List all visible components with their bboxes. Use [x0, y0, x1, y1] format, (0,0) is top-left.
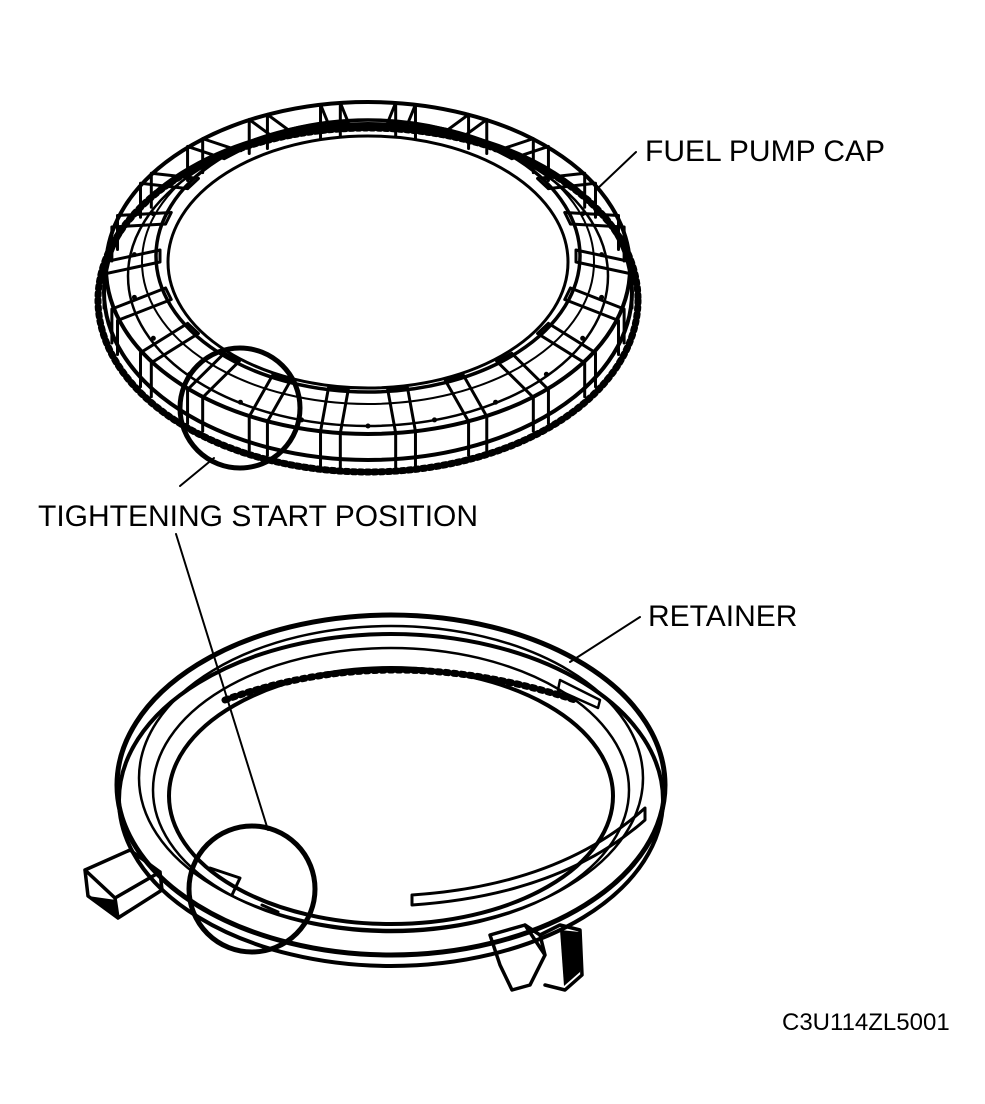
retainer-top-slot — [556, 678, 602, 710]
fuel-pump-cap-label: FUEL PUMP CAP — [645, 135, 885, 168]
cap-rib-clip — [319, 386, 350, 469]
cap-surface-dot — [431, 129, 437, 135]
cap-rib-clip — [247, 373, 293, 457]
cap-rib-clip — [495, 351, 550, 433]
retainer-rim-line-2 — [151, 646, 631, 934]
cap-rib-clip — [139, 321, 200, 399]
cap-surface-dot — [580, 335, 586, 341]
cap-surface-dots — [131, 123, 605, 429]
cap-rib-clip — [319, 101, 350, 141]
cap-rib-clip — [574, 248, 634, 310]
cap-surface-dot — [365, 423, 371, 429]
cap-rib-clip — [443, 113, 489, 155]
cap-surface-dot — [299, 129, 305, 135]
cap-surface-dot — [580, 211, 586, 217]
cap-surface-dot — [543, 175, 549, 181]
cap-rib-clip — [186, 351, 241, 433]
cap-surface-dot — [543, 371, 549, 377]
cap-surface-dot — [131, 294, 137, 300]
cap-tightening-start-circle — [177, 345, 303, 471]
tightening-start-leader-upper — [179, 457, 215, 487]
retainer-outer-rim — [114, 612, 668, 958]
retainer-drawing — [83, 612, 668, 992]
cap-rib-clip — [386, 101, 417, 141]
cap-surface-dot — [493, 147, 499, 153]
leader-lines — [175, 151, 641, 831]
cap-surface-dot — [187, 175, 193, 181]
cap-rib-clip — [139, 171, 200, 219]
cap-inner-lower-edge — [166, 134, 570, 390]
figure-code-label: C3U114ZL5001 — [782, 1009, 950, 1036]
retainer-right-bracket-shade — [560, 930, 580, 986]
cap-rib-clip — [536, 171, 597, 219]
cap-surface-dot — [131, 252, 137, 258]
retainer-right-bracket — [488, 923, 584, 992]
cap-rib-clips — [102, 101, 634, 469]
cap-surface-dot — [599, 252, 605, 258]
tightening-start-leader-lower — [175, 533, 269, 831]
tightening-start-position-label: TIGHTENING START POSITION — [38, 500, 478, 533]
cap-outer-top-edge — [104, 100, 632, 436]
retainer-alignment-mark — [208, 866, 280, 914]
cap-rib-clip — [102, 248, 162, 310]
fuel-pump-cap-drawing — [94, 100, 642, 476]
cap-rib-clip — [495, 137, 550, 182]
cap-surface-dot — [150, 211, 156, 217]
cap-inner-top-edge — [154, 118, 582, 394]
cap-surface-dot — [365, 123, 371, 129]
cap-surface-dot — [150, 335, 156, 341]
cap-rib-clip — [386, 386, 417, 469]
cap-rib-clip — [186, 137, 241, 182]
cap-surface-dot — [237, 399, 243, 405]
retainer-rim-line-1 — [137, 624, 645, 932]
retainer-left-bracket — [83, 848, 164, 920]
cap-rib-clip — [110, 286, 173, 357]
retainer-inner-serration — [221, 666, 579, 704]
cap-surface-dot — [237, 147, 243, 153]
retainer-lock-segment — [410, 806, 647, 907]
cap-surface-dot — [599, 294, 605, 300]
cap-rib-clip — [536, 321, 597, 399]
retainer-tightening-start-circle — [186, 823, 318, 955]
retainer-left-bracket-fill — [88, 896, 118, 918]
cap-rib-clip — [563, 286, 626, 357]
retainer-leader — [569, 616, 641, 663]
retainer-outer-rim-lower — [117, 632, 665, 968]
cap-rib-clip — [247, 113, 293, 155]
cap-surface-dot — [431, 417, 437, 423]
cap-rib-clip — [443, 373, 489, 457]
retainer-label: RETAINER — [648, 600, 797, 633]
fuel-pump-cap-leader — [595, 151, 637, 191]
cap-surface-dot — [493, 399, 499, 405]
